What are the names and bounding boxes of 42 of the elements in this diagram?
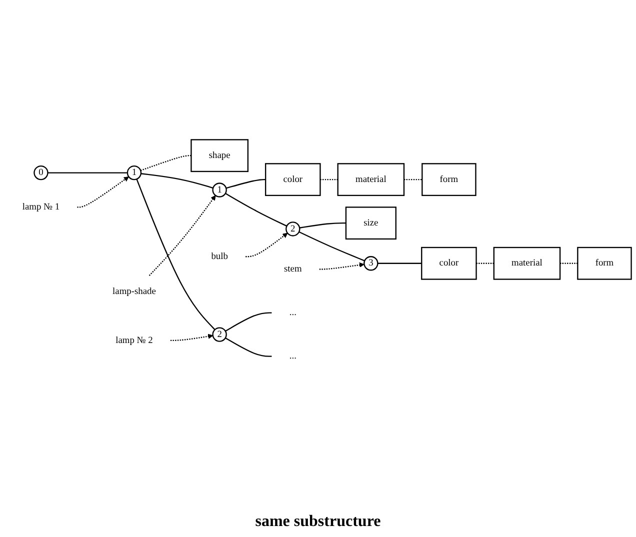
connector (299, 222, 346, 228)
connector (476, 262, 494, 264)
connector (560, 262, 578, 264)
connector (136, 178, 216, 330)
node-text: ... (289, 307, 296, 318)
node-text: ... (289, 350, 296, 361)
node-circle: 1 (212, 182, 227, 197)
node-circle: 2 (212, 326, 227, 342)
node-box: color (421, 246, 477, 280)
node-text: stem (284, 264, 302, 274)
node-box: color (264, 162, 321, 196)
connector (225, 337, 272, 356)
node-circle: 1 (126, 164, 142, 180)
node-text: bulb (211, 250, 228, 261)
node-box: size (345, 206, 396, 240)
connector (320, 178, 338, 180)
connector (140, 172, 214, 188)
node-box: form (577, 246, 632, 280)
arrow (319, 262, 364, 270)
node-text: lamp № 1 (22, 201, 60, 212)
node-box: shape (190, 138, 249, 172)
node-box: material (493, 246, 561, 280)
connector (404, 178, 422, 180)
node-circle: 3 (364, 256, 378, 270)
connector (378, 262, 422, 264)
connector (225, 312, 272, 332)
node-circle: 0 (34, 164, 48, 180)
note-text: same substructure (255, 513, 381, 531)
arrow (246, 232, 288, 257)
node-text: lamp-shade (112, 286, 156, 296)
node-box: form (422, 162, 476, 196)
node-circle: 2 (286, 221, 300, 236)
connector (226, 178, 266, 188)
node-text: lamp № 2 (116, 334, 153, 345)
arrow (148, 194, 216, 276)
connector (140, 154, 192, 171)
arrow (170, 333, 214, 341)
arrow (77, 176, 129, 208)
node-box: material (337, 162, 405, 196)
connector (48, 172, 128, 173)
connector (298, 230, 365, 261)
connector (225, 192, 288, 226)
